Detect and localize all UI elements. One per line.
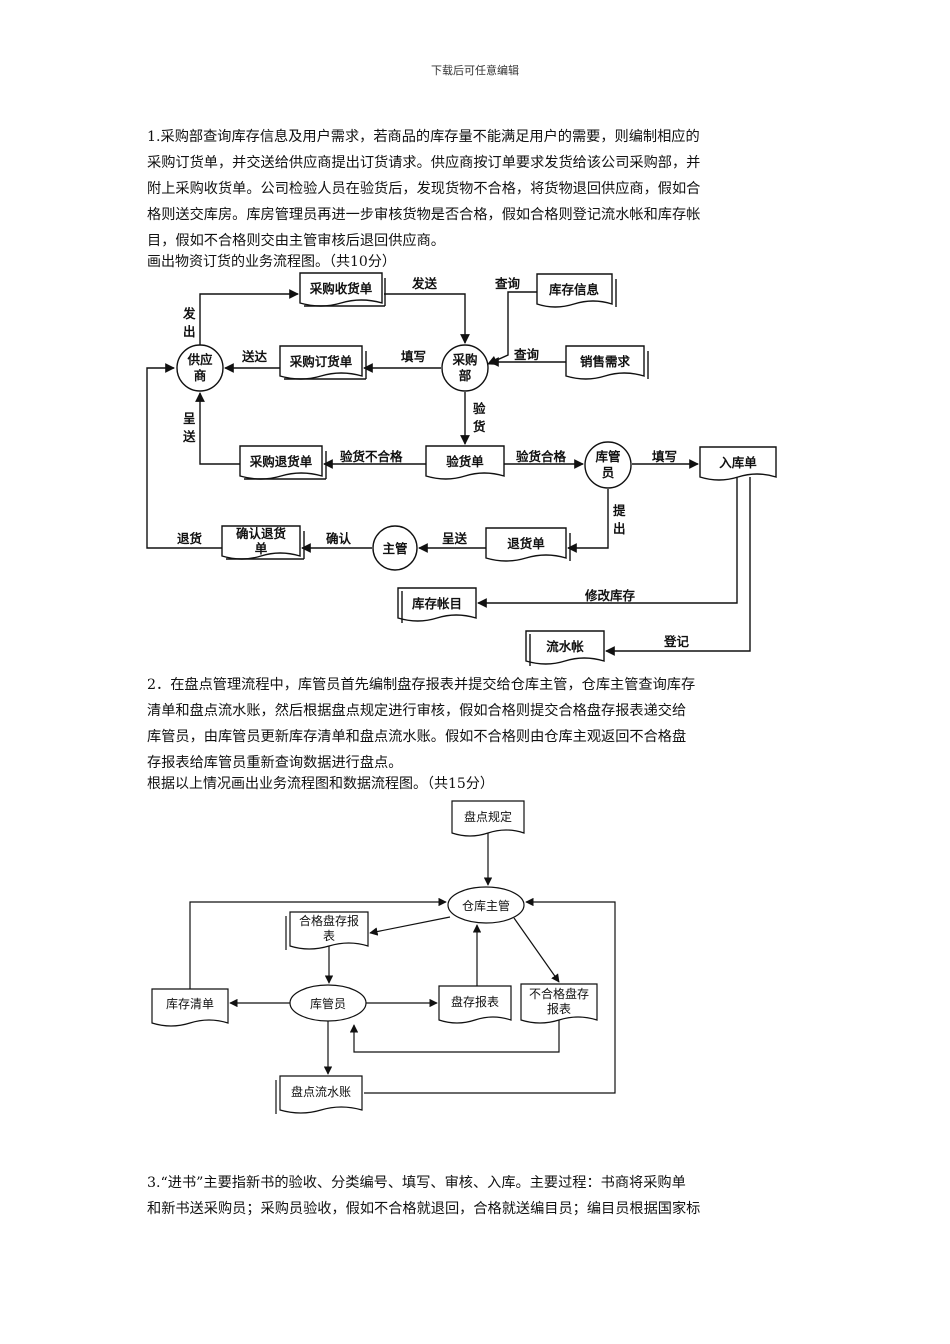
q3-line: 3.“进书”主要指新书的验收、分类编号、填写、审核、入库。主要过程：书商将采购单 bbox=[147, 1175, 686, 1191]
q1-line: 附上采购收货单。公司检验人员在验货后，发现货物不合格，将货物退回供应商，假如合 bbox=[147, 181, 701, 197]
doc-liushui bbox=[525, 630, 605, 666]
entity-label: 采购 bbox=[451, 352, 477, 367]
doc-label: 验货单 bbox=[446, 454, 484, 469]
doc-baobiao bbox=[438, 985, 512, 1024]
doc-liushui2 bbox=[275, 1075, 363, 1114]
doc-label: 报表 bbox=[547, 1001, 571, 1016]
flow-label: 提 bbox=[613, 503, 626, 518]
flow-label: 发 bbox=[182, 306, 196, 321]
flow-label: 查询 bbox=[494, 276, 521, 291]
flow-label: 发送 bbox=[411, 276, 438, 291]
doc-shouhuo bbox=[299, 272, 386, 307]
doc-label: 表 bbox=[323, 929, 335, 943]
doc-label: 盘存报表 bbox=[451, 994, 499, 1009]
doc-queren bbox=[221, 525, 305, 560]
doc-label: 采购订货单 bbox=[289, 354, 353, 369]
q2-task: 根据以上情况画出业务流程图和数据流程图。（共15分） bbox=[147, 776, 494, 792]
q2-line: 清单和盘点流水账，然后根据盘点规定进行审核，假如合格则提交合格盘存报表递交给 bbox=[147, 703, 687, 719]
q1-task: 画出物资订货的业务流程图。（共10分） bbox=[147, 254, 396, 270]
flow-label: 验 bbox=[473, 401, 486, 416]
entity-zhuguan bbox=[372, 525, 418, 571]
doc-label: 库存信息 bbox=[549, 282, 600, 297]
doc-xiaoshou bbox=[565, 345, 649, 380]
doc-label: 合格盘存报 bbox=[299, 913, 359, 928]
flow-label: 送 bbox=[182, 429, 196, 444]
entity-label: 库管员 bbox=[310, 996, 346, 1011]
q2-line: 2．在盘点管理流程中，库管员首先编制盘存报表并提交给仓库主管，仓库主管查询库存 bbox=[147, 677, 696, 693]
entity-label: 供应 bbox=[186, 352, 213, 367]
entity-label: 部 bbox=[459, 368, 472, 383]
q2-paragraph: 2．在盘点管理流程中，库管员首先编制盘存报表并提交给仓库主管，仓库主管查询库存 … bbox=[147, 672, 807, 776]
flow-label: 送达 bbox=[241, 349, 268, 364]
doc-ruku bbox=[699, 446, 777, 481]
flow-label: 货 bbox=[473, 419, 486, 434]
doc-tuihuodan bbox=[485, 527, 571, 562]
flow-label: 填写 bbox=[401, 349, 426, 364]
doc-yanhuo bbox=[425, 445, 505, 480]
doc-kucun bbox=[151, 988, 229, 1027]
doc-buhege bbox=[520, 983, 598, 1024]
page-header: 下载后可任意编辑 bbox=[431, 64, 519, 77]
flow-label: 填写 bbox=[652, 449, 677, 464]
q1-line: 采购订货单，并交送给供应商提出订货请求。供应商按订单要求发货给该公司采购部，并 bbox=[147, 155, 701, 171]
entity-caigou bbox=[441, 344, 489, 392]
q1-line: 目，假如不合格则交由主管审核后退回供应商。 bbox=[147, 233, 445, 249]
doc-zhangmu bbox=[397, 587, 477, 623]
flow-label: 查询 bbox=[513, 347, 540, 362]
entity-label: 库管 bbox=[595, 449, 620, 464]
doc-label: 确认退货 bbox=[236, 526, 287, 541]
q3-line: 和新书送采购员；采购员验收，假如不合格就退回，合格就送编目员；编目员根据国家标 bbox=[147, 1201, 701, 1217]
doc-label: 流水帐 bbox=[546, 639, 584, 654]
doc-label: 不合格盘存 bbox=[529, 986, 589, 1001]
doc-label: 盘点流水账 bbox=[291, 1084, 351, 1099]
flow-label: 呈送 bbox=[442, 531, 468, 546]
q2-line: 存报表给库管员重新查询数据进行盘点。 bbox=[147, 755, 403, 771]
q3-paragraph: 3.“进书”主要指新书的验收、分类编号、填写、审核、入库。主要过程：书商将采购单… bbox=[147, 1170, 807, 1222]
entity-label: 商 bbox=[194, 368, 207, 383]
q1-line: 格则送交库房。库房管理员再进一步审核货物是否合格，假如合格则登记流水帐和库存帐 bbox=[147, 207, 701, 223]
doc-dinghuo bbox=[279, 345, 367, 380]
doc-label: 库存清单 bbox=[166, 996, 214, 1011]
q1-paragraph: 1.采购部查询库存信息及用户需求，若商品的库存量不能满足用户的需要，则编制相应的… bbox=[147, 124, 807, 254]
q1-line: 1.采购部查询库存信息及用户需求，若商品的库存量不能满足用户的需要，则编制相应的 bbox=[147, 129, 700, 145]
entity-cangku bbox=[447, 886, 525, 924]
flow-label: 确认 bbox=[326, 531, 352, 546]
doc-kucun-info bbox=[536, 273, 617, 308]
doc-label: 采购退货单 bbox=[249, 454, 313, 469]
entity-label: 仓库主管 bbox=[462, 898, 510, 913]
flow-label: 出 bbox=[613, 521, 626, 536]
flow-label: 退货 bbox=[177, 531, 203, 546]
doc-label: 采购收货单 bbox=[309, 281, 373, 296]
flow-label: 验货合格 bbox=[516, 449, 567, 464]
entity-label: 员 bbox=[602, 465, 615, 480]
inventory-flow-diagram bbox=[151, 800, 598, 1114]
doc-guiding bbox=[451, 800, 525, 837]
doc-label: 退货单 bbox=[507, 536, 545, 551]
flow-label: 修改库存 bbox=[584, 588, 636, 603]
entity-kuguan bbox=[584, 441, 632, 489]
doc-label: 销售需求 bbox=[580, 354, 631, 369]
doc-label: 库存帐目 bbox=[412, 596, 462, 611]
q2-line: 库管员，由库管员更新库存清单和盘点流水账。假如不合格则由仓库主观返回不合格盘 bbox=[147, 729, 687, 745]
doc-label: 入库单 bbox=[719, 455, 757, 470]
flow-label: 出 bbox=[183, 324, 196, 339]
flow-label: 登记 bbox=[663, 634, 690, 649]
doc-label: 盘点规定 bbox=[464, 809, 512, 824]
doc-label: 单 bbox=[255, 541, 268, 556]
flow-label: 验货不合格 bbox=[340, 449, 403, 464]
flow-label: 呈 bbox=[183, 411, 196, 426]
doc-tuihuo bbox=[239, 445, 327, 480]
entity-label: 主管 bbox=[382, 541, 407, 556]
doc-hege bbox=[285, 911, 369, 950]
